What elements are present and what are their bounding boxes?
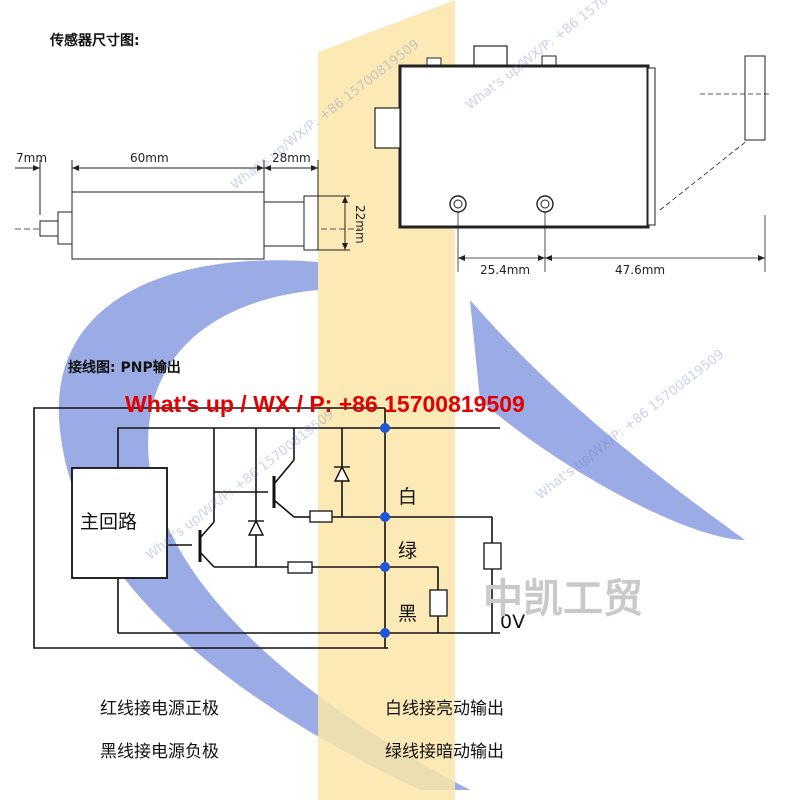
transistor-1-emitter [199, 551, 215, 568]
mount-hole-right [540, 199, 550, 209]
dim-label-22mm: 22mm [353, 205, 367, 244]
outer-frame-wire [33, 407, 388, 649]
main-circuit-box [71, 467, 168, 579]
front-view-bracket-line [659, 139, 749, 211]
node-green [380, 562, 390, 572]
legend-red: 红线接电源正极 [100, 699, 219, 719]
transistor-2-emitter [273, 499, 295, 518]
side-view-tip [39, 220, 59, 237]
legend-white: 白线接亮动输出 [385, 699, 504, 719]
side-view-arrows [33, 165, 348, 250]
main-circuit-label: 主回路 [80, 511, 137, 533]
legend-black: 黑线接电源负极 [100, 742, 219, 762]
brand-watermark: 中凯工贸 [483, 576, 643, 622]
wire-label-green: 绿 [398, 540, 417, 562]
front-view-connector [647, 67, 656, 226]
load-white [483, 542, 502, 570]
wiring-circuit [33, 407, 502, 649]
front-view-plate [744, 55, 766, 141]
node-red [380, 423, 390, 433]
transistor-2-collector [273, 459, 295, 485]
dim-label-47mm: 47.6mm [615, 263, 665, 277]
dim-label-7mm: 7mm [16, 151, 47, 165]
connection-nodes [380, 423, 390, 638]
node-white [380, 512, 390, 522]
dim-label-25mm: 25.4mm [480, 263, 530, 277]
dim-label-60mm: 60mm [130, 151, 169, 165]
load-green [429, 589, 448, 617]
wire-label-black: 黑 [398, 603, 417, 625]
side-view-flange [57, 211, 73, 245]
front-view-housing [398, 64, 650, 229]
blue-swoosh-right [470, 300, 745, 540]
front-view-arrows [458, 255, 765, 261]
side-view-collar [263, 201, 305, 247]
watermark-text: What's up/WX/P: +86 15700819509 [143, 407, 337, 563]
legend-green: 绿线接暗动输出 [385, 742, 504, 762]
front-view-top-block [473, 45, 508, 67]
diode-right [333, 465, 351, 482]
diode-middle [247, 519, 265, 536]
contact-banner: What's up / WX / P: +86 15700819509 [125, 391, 525, 417]
mount-hole-left [453, 199, 463, 209]
dim-label-28mm: 28mm [272, 151, 311, 165]
top-inner-bus [117, 427, 385, 468]
side-view-body [71, 191, 265, 260]
ov-label: 0V [500, 611, 525, 633]
front-view-lines [457, 93, 770, 272]
front-view-side-block [374, 107, 401, 149]
resistor-white [309, 510, 333, 523]
sensor-front-view [374, 45, 766, 229]
side-view-lens [303, 195, 319, 251]
sensor-side-view [15, 160, 360, 260]
wire-label-white: 白 [398, 486, 417, 508]
dimensions-title: 传感器尺寸图: [49, 32, 140, 49]
transistor-1-collector [199, 521, 215, 539]
resistor-green [287, 561, 313, 574]
node-black [380, 628, 390, 638]
wiring-title: 接线图: PNP输出 [68, 359, 181, 376]
